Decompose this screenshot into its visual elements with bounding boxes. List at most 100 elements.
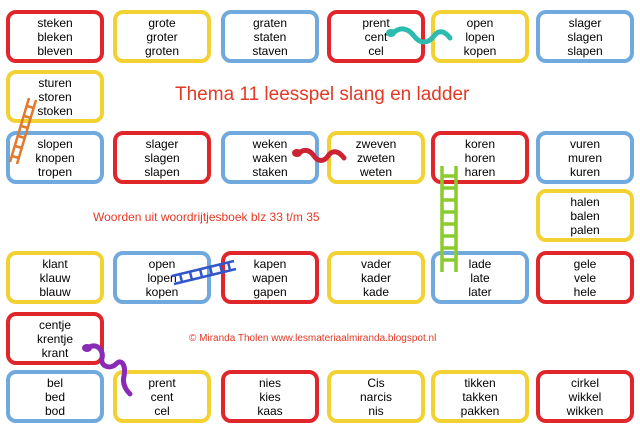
square-word: muren <box>567 150 602 165</box>
square-word: wapen <box>252 270 288 285</box>
square-word: wikkel <box>568 389 602 404</box>
square-word: slagen <box>567 29 603 44</box>
square-word: kaas <box>257 403 283 418</box>
square-word: kader <box>360 270 392 285</box>
square-word: tikken <box>464 375 496 390</box>
square-word: slager <box>145 136 179 151</box>
square-word: zweven <box>355 136 397 151</box>
square-word: grote <box>148 15 176 30</box>
square-word: kuren <box>569 164 601 179</box>
square-word: pakken <box>460 403 500 418</box>
square-word: wikken <box>566 403 604 418</box>
square-word: klauw <box>39 270 71 285</box>
square-word: cirkel <box>570 375 599 390</box>
square-word: staten <box>253 29 287 44</box>
square-word: gele <box>573 256 597 271</box>
square-word: cel <box>368 43 384 58</box>
square-word: stoken <box>37 103 73 118</box>
square-word: knopen <box>35 150 75 165</box>
square-word: horen <box>464 150 496 165</box>
square-word: groter <box>146 29 178 44</box>
square-word: kopen <box>463 43 497 58</box>
square-word: slapen <box>567 43 603 58</box>
square-word: klant <box>42 256 68 271</box>
square-word: weken <box>252 136 288 151</box>
square-word: prent <box>362 15 390 30</box>
square-word: bleven <box>37 43 73 58</box>
square-word: graten <box>252 15 288 30</box>
square-word: bleken <box>37 29 73 44</box>
square-word: vuren <box>569 136 601 151</box>
square-word: late <box>470 270 490 285</box>
square-word: kies <box>259 389 281 404</box>
square-word: cel <box>154 403 170 418</box>
square-word: storen <box>38 89 72 104</box>
square-word: bel <box>46 375 63 390</box>
square-word: hele <box>573 284 597 299</box>
square-word: slapen <box>144 164 180 179</box>
square-word: gapen <box>253 284 287 299</box>
square-word: blauw <box>39 284 71 299</box>
credit-line: © Miranda Tholen www.lesmateriaalmiranda… <box>189 333 437 344</box>
square-word: takken <box>462 389 498 404</box>
square-word: centje <box>38 317 72 332</box>
square-word: open <box>148 256 176 271</box>
square-word: vader <box>360 256 392 271</box>
square-word: lopen <box>147 270 177 285</box>
square-word: kopen <box>145 284 179 299</box>
square-word: groten <box>144 43 180 58</box>
square-word: bod <box>44 403 66 418</box>
square-word: sturen <box>38 75 72 90</box>
square-word: kade <box>362 284 390 299</box>
square-word: waken <box>252 150 288 165</box>
square-word: kapen <box>253 256 287 271</box>
square-word: krentje <box>36 331 74 346</box>
square-word: zweten <box>356 150 396 165</box>
square-word: lopen <box>465 29 495 44</box>
square-word: slagen <box>144 150 180 165</box>
square-word: weten <box>359 164 393 179</box>
square-word: cent <box>364 29 388 44</box>
square-word: steken <box>37 15 73 30</box>
square-word: haren <box>464 164 496 179</box>
square-word: nies <box>258 375 281 390</box>
square-word: staken <box>252 164 288 179</box>
square-word: staven <box>252 43 288 58</box>
square-word: later <box>468 284 492 299</box>
square-word: lade <box>468 256 492 271</box>
square-word: open <box>466 15 494 30</box>
square-word: vele <box>573 270 596 285</box>
square-word: slager <box>568 15 602 30</box>
square-word: halen <box>570 194 600 209</box>
square-word: palen <box>570 222 600 237</box>
square-word: prent <box>148 375 176 390</box>
square-word: slopen <box>37 136 73 151</box>
